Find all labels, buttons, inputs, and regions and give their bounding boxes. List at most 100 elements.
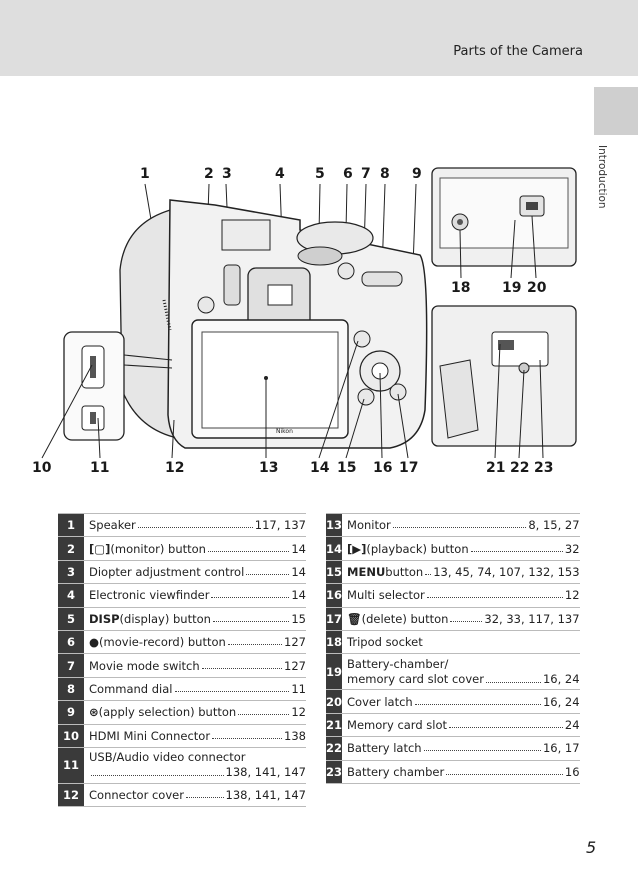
play-icon: [▶]: [347, 541, 367, 556]
callout-14: 14: [310, 460, 330, 476]
callout-11: 11: [90, 460, 109, 476]
part-number: 22: [326, 736, 343, 761]
page-reference[interactable]: 12: [564, 588, 580, 603]
part-label: Multi selector: [347, 588, 425, 603]
callout-22: 22: [510, 460, 529, 476]
callout-4: 4: [275, 166, 285, 182]
dot-leader: [246, 573, 290, 575]
page-header: Parts of the Camera: [0, 0, 638, 76]
dot-leader: [392, 527, 527, 529]
camera-body: Nikon: [119, 199, 428, 449]
parts-row: 6 ● (movie-record) button 127: [58, 629, 306, 655]
part-label: (delete) button: [361, 611, 449, 626]
part-number: 3: [58, 559, 84, 585]
page-reference[interactable]: 16, 24: [542, 671, 580, 686]
page-reference[interactable]: 32: [564, 541, 580, 556]
part-label: (apply selection) button: [98, 705, 237, 720]
section-label-text: Introduction: [596, 145, 608, 209]
page-reference[interactable]: 14: [291, 564, 306, 579]
camera-diagram: 1 2 3 4 5 6 7 8 9: [32, 166, 577, 476]
part-number: 2: [58, 536, 84, 561]
battery-view-inset: 21 22 23: [431, 305, 577, 476]
callout-15: 15: [337, 460, 356, 476]
callout-1: 1: [140, 166, 150, 182]
page-reference[interactable]: 24: [564, 717, 580, 732]
page-reference[interactable]: 16: [564, 764, 580, 779]
part-number: 6: [58, 629, 84, 655]
callout-8: 8: [380, 166, 390, 182]
page-reference[interactable]: 12: [291, 705, 306, 720]
callout-21: 21: [486, 460, 505, 476]
page-reference[interactable]: 14: [291, 541, 306, 556]
page-reference[interactable]: 117, 137: [254, 518, 306, 533]
part-number: 9: [58, 700, 84, 725]
dot-leader: [212, 620, 290, 622]
page-reference[interactable]: 127: [284, 658, 306, 673]
dot-leader: [423, 750, 541, 752]
page-reference[interactable]: 8, 15, 27: [528, 518, 580, 533]
callout-6: 6: [343, 166, 353, 182]
part-label: HDMI Mini Connector: [89, 728, 211, 743]
part-number: 16: [326, 583, 343, 608]
callout-18: 18: [451, 280, 470, 296]
parts-row: 16 Multi selector 12: [326, 583, 580, 608]
page-reference[interactable]: 138: [284, 728, 306, 743]
part-label: Monitor: [347, 518, 391, 533]
page-reference[interactable]: 127: [284, 635, 306, 650]
callout-9: 9: [412, 166, 422, 182]
part-label: memory card slot cover: [347, 671, 484, 686]
dot-leader: [137, 527, 253, 529]
disp-icon: DISP: [89, 611, 120, 626]
trash-icon: 🗑: [347, 611, 362, 626]
page-reference[interactable]: 32, 33, 117, 137: [484, 611, 580, 626]
page-reference[interactable]: 13, 45, 74, 107, 132, 153: [433, 564, 580, 579]
page-reference[interactable]: 14: [291, 588, 306, 603]
callout-5: 5: [315, 166, 325, 182]
part-description: Tripod socket: [342, 629, 580, 655]
part-number: 10: [58, 723, 84, 748]
part-label: Speaker: [89, 518, 136, 533]
page-reference[interactable]: 138, 141, 147: [225, 765, 306, 780]
page-reference[interactable]: 11: [291, 681, 306, 696]
section-label: Introduction: [596, 145, 616, 225]
camera-brand: Nikon: [276, 428, 293, 435]
page-reference[interactable]: 15: [291, 611, 306, 626]
page-reference[interactable]: 138, 141, 147: [225, 788, 306, 803]
record-icon: ●: [89, 635, 100, 650]
callout-20: 20: [527, 280, 547, 296]
dot-leader: [425, 573, 432, 575]
dot-leader: [238, 714, 290, 716]
page-reference[interactable]: 16, 17: [542, 741, 580, 756]
part-description: Battery-chamber/memory card slot cover 16…: [342, 653, 580, 691]
callout-19: 19: [502, 280, 521, 296]
part-number: 17: [326, 606, 343, 631]
part-label: Connector cover: [89, 788, 184, 803]
part-number: 8: [58, 676, 84, 702]
section-tab[interactable]: [594, 87, 638, 135]
part-label: Battery-chamber/: [347, 656, 449, 671]
dot-leader: [212, 737, 283, 739]
page-reference[interactable]: 16, 24: [542, 694, 580, 709]
callout-7: 7: [361, 166, 371, 182]
part-description: HDMI Mini Connector 138: [84, 723, 306, 748]
dot-leader: [446, 773, 563, 775]
part-label: Memory card slot: [347, 717, 448, 732]
part-number: 18: [326, 629, 343, 655]
part-label: (movie-record) button: [99, 635, 226, 650]
part-label: Cover latch: [347, 694, 413, 709]
part-number: 23: [326, 759, 343, 784]
